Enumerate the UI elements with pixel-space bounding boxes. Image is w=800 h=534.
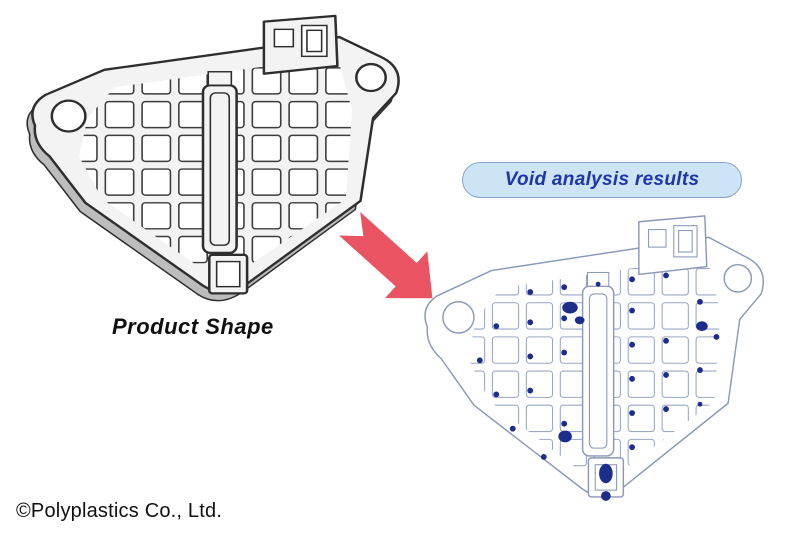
void-results-label: Void analysis results <box>504 169 700 190</box>
void-results-badge: Void analysis results <box>462 162 742 198</box>
transform-arrow-icon <box>339 211 433 299</box>
void-spots <box>476 272 720 501</box>
void-analysis-wireframe-drawing <box>408 212 796 534</box>
copyright-text: ©Polyplastics Co., Ltd. <box>16 500 223 522</box>
product-shape-label: Product Shape <box>112 314 274 339</box>
